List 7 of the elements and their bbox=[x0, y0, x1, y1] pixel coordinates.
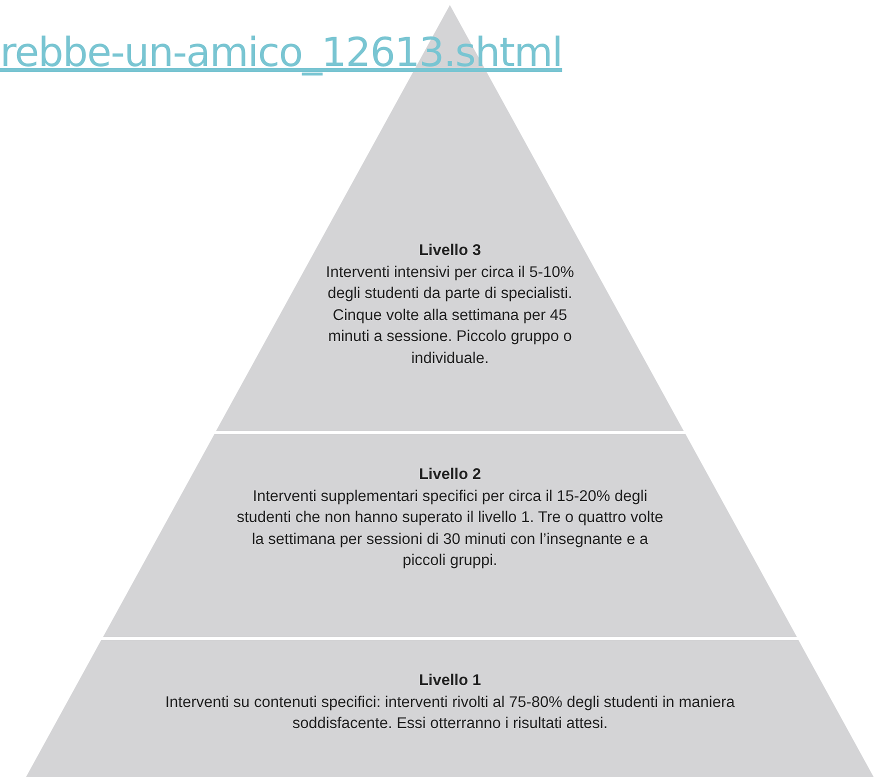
tier-description: Interventi su contenuti specifici: interventi rivolti al 75-80% degli studenti in maniera soddisfacente. Essi otterranno i risultati attesi. bbox=[164, 692, 736, 734]
tier-title: Livello 3 bbox=[418, 241, 482, 261]
link: rebbe-un-amico_12613.shtml bbox=[0, 30, 562, 76]
tier-description: Interventi supplementari specifici per circa il 15-20% degli studenti che non hanno superato il livello 1. Tre o quattro volte la settimana per sessioni di 30 minuti con l’insegnante e a piccoli gruppi. bbox=[236, 486, 664, 571]
tier-description: Interventi intensivi per circa il 5-10% degli studenti da parte di specialisti. Cinque volte alla settimana per 45 minuti a sessione. Piccolo gruppo o individuale. bbox=[324, 262, 576, 368]
tier-title: Livello 2 bbox=[418, 465, 482, 485]
tier-title: Livello 1 bbox=[418, 671, 482, 691]
